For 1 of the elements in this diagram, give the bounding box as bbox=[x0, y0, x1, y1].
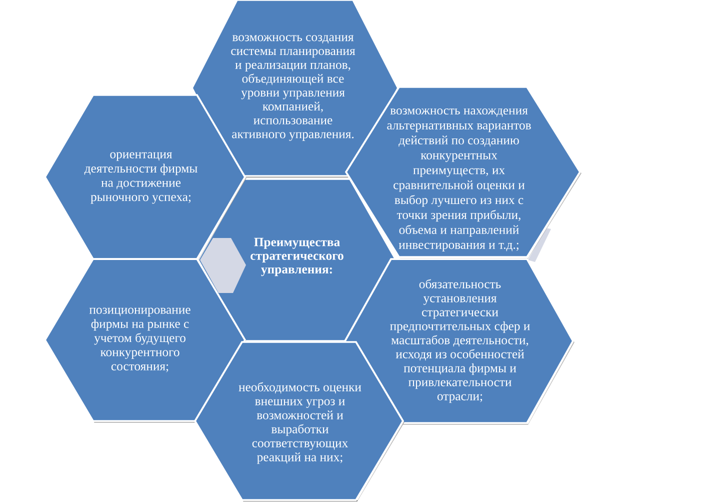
accent-hexagon bbox=[528, 228, 551, 262]
